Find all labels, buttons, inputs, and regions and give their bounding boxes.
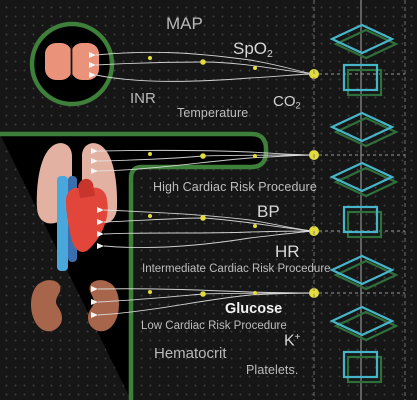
connector-tips <box>89 52 104 318</box>
brain-icon <box>45 43 99 80</box>
label-potassium: K+ <box>284 332 301 350</box>
label-high-risk: High Cardiac Risk Procedure <box>153 180 317 194</box>
label-co2: CO2 <box>273 93 301 111</box>
shape-decision-1 <box>329 23 399 60</box>
mid-nodes <box>148 56 257 297</box>
label-temperature: Temperature <box>177 106 249 120</box>
shape-decision-5 <box>329 305 399 342</box>
shape-process-3 <box>342 350 383 384</box>
kidneys-icon <box>31 280 119 332</box>
shape-decision-4 <box>329 254 399 291</box>
label-glucose: Glucose <box>225 301 283 317</box>
node-low-risk <box>309 288 319 298</box>
label-intermediate-risk: Intermediate Cardiac Risk Procedure <box>142 263 331 275</box>
flowchart-shapes <box>329 23 399 384</box>
shape-decision-2 <box>329 111 399 148</box>
label-inr: INR <box>130 90 156 107</box>
guide-lines <box>313 0 406 400</box>
label-map: MAP <box>166 14 203 33</box>
label-spo2: SpO2 <box>233 39 273 60</box>
label-platelets: Platelets. <box>246 363 299 377</box>
label-hematocrit: Hematocrit <box>154 345 227 362</box>
label-bp: BP <box>257 202 280 221</box>
shape-process-2 <box>342 205 383 239</box>
label-low-risk: Low Cardiac Risk Procedure <box>141 320 287 332</box>
shape-decision-3 <box>329 161 399 198</box>
shape-process-1 <box>342 63 383 97</box>
label-hr: HR <box>275 242 300 261</box>
